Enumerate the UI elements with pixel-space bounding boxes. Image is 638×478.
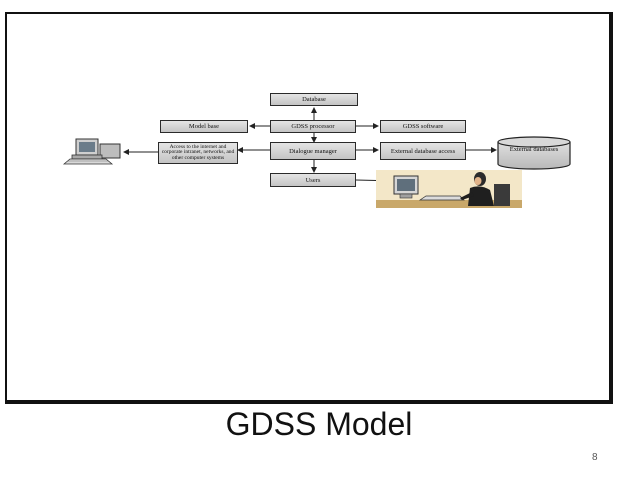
page-number: 8 — [592, 452, 598, 463]
person-at-workstation-icon — [376, 170, 522, 208]
external-databases-label: External databases — [509, 146, 559, 153]
access-label: Access to the internet and corporate int… — [161, 143, 235, 161]
gdss-software-box: GDSS software — [380, 120, 466, 133]
external-db-access-box: External database access — [380, 142, 466, 160]
users-box: Users — [270, 173, 356, 187]
users-label: Users — [305, 176, 321, 184]
gdss-software-label: GDSS software — [402, 123, 444, 130]
slide-title: GDSS Model — [225, 406, 413, 442]
dialogue-manager-box: Dialogue manager — [270, 142, 356, 160]
slide-frame — [5, 12, 613, 404]
gdss-processor-box: GDSS processor — [270, 120, 356, 133]
database-label: Database — [302, 96, 326, 103]
external-db-access-label: External database access — [390, 147, 456, 155]
model-base-label: Model base — [188, 123, 220, 130]
gdss-processor-label: GDSS processor — [291, 123, 335, 130]
model-base-box: Model base — [160, 120, 248, 133]
database-box: Database — [270, 93, 358, 106]
external-databases-cylinder-icon — [497, 136, 571, 170]
computer-icon — [62, 138, 121, 165]
access-box: Access to the internet and corporate int… — [158, 142, 238, 164]
dialogue-manager-label: Dialogue manager — [289, 147, 337, 155]
